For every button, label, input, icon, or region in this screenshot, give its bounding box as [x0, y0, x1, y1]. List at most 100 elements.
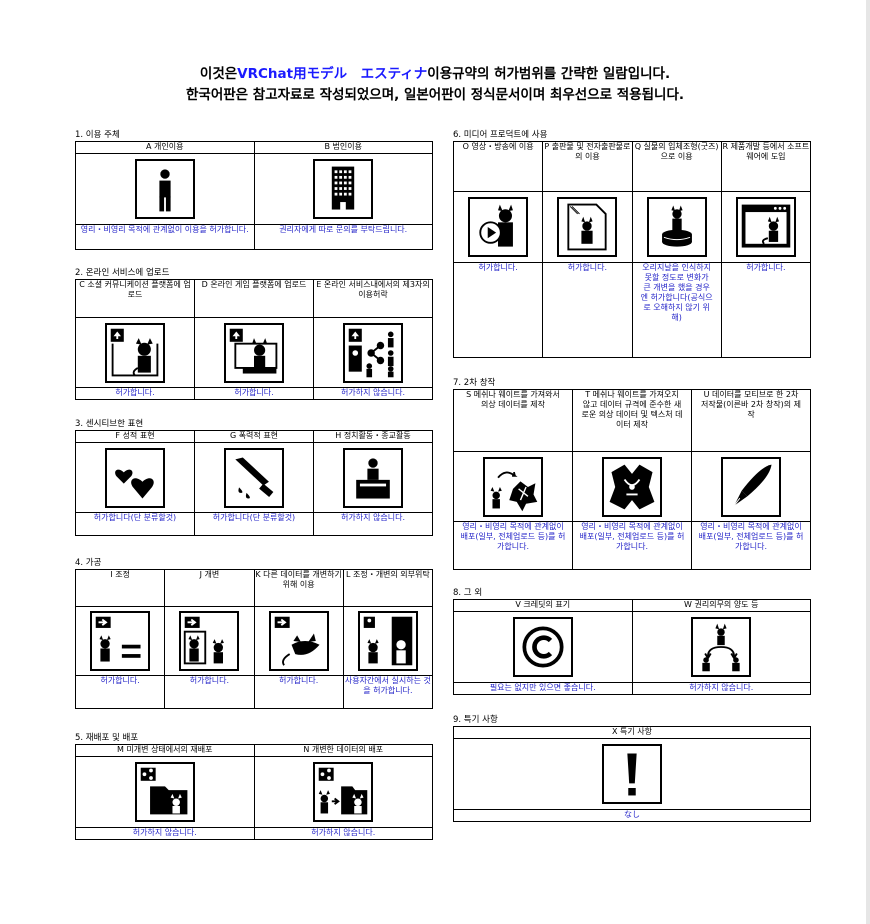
outfit-icon: [602, 456, 662, 517]
permission-text: 허가합니다.: [164, 675, 255, 709]
section-title: 2. 온라인 서비스에 업로드: [75, 268, 170, 278]
section-online-upload: 2. 온라인 서비스에 업로드 C 소셜 커뮤니케이션 플랫폼에 업로드 D 온…: [75, 268, 433, 400]
modify-icon: [179, 611, 240, 671]
video-icon: [468, 197, 529, 257]
title-line-2: 한국어판은 참고자료로 작성되었으며, 일본어판이 정식문서이며 최우선으로 적…: [186, 87, 684, 103]
section-redistribution: 5. 재배포 및 배포 M 미개변 상태에서의 재배포 N 개변한 데이터의 배…: [75, 733, 433, 840]
distribute-modified-icon: [313, 762, 374, 822]
permission-table: C 소셜 커뮤니케이션 플랫폼에 업로드 D 온라인 게임 플랫폼에 업로드 E…: [75, 279, 433, 400]
permission-text: 허가하지 않습니다.: [253, 827, 433, 840]
column-header: F 성적 표현: [75, 430, 195, 443]
column-header: C 소셜 커뮤니케이션 플랫폼에 업로드: [75, 279, 195, 318]
column-header: T 메쉬나 웨이트를 가져오지 않고 데이터 규격에 준수한 새로운 의상 데이…: [572, 389, 692, 452]
section-title: 9. 특기 사항: [453, 715, 498, 725]
column-header: G 폭력적 표현: [194, 430, 314, 443]
permission-text: 권리자에게 따로 문의를 부탁드립니다.: [253, 224, 433, 250]
column-header: W 권리의무의 양도 등: [631, 599, 811, 612]
permission-table: O 영상・방송에 이용 P 출판물 및 전자출판물로의 이용 Q 실물의 입체조…: [452, 141, 812, 358]
permission-text: 영리・비영리 목적에 관계없이 이용을 허가합니다.: [75, 224, 255, 250]
permission-text: 허가하지 않습니다.: [75, 827, 255, 840]
permission-text: 필요는 없지만 있으면 좋습니다.: [453, 682, 633, 695]
section-title: 3. 센시티브한 표현: [75, 419, 144, 429]
figure-icon: [646, 197, 707, 257]
column-header: K 다른 데이터를 개변하기 위해 이용: [253, 569, 344, 607]
column-header: B 법인이용: [253, 141, 433, 154]
building-icon: [313, 159, 374, 219]
section-derivative-works: 7. 2차 창작 S 메쉬나 웨이트를 가져와서 의상 데이터를 제작 T 메쉬…: [453, 378, 811, 570]
column-header: H 정치활동・종교활동: [313, 430, 433, 443]
upload-game-icon: [224, 322, 284, 383]
column-header: V 크레딧의 표기: [453, 599, 633, 612]
section-usage-subject: 1. 이용 주체 A 개인이용 B 법인이용 영리・비영리 목적에 관계없이 이…: [75, 130, 433, 250]
section-title: 8. 그 외: [453, 588, 483, 598]
permission-table: A 개인이용 B 법인이용 영리・비영리 목적에 관계없이 이용을 허가합니다.…: [75, 141, 433, 250]
publication-icon: [557, 197, 618, 257]
permission-text: 허가합니다.: [74, 675, 166, 709]
permission-text: 허가합니다.: [542, 262, 633, 358]
permission-text: 허가합니다.: [452, 262, 544, 358]
mesh-to-outfit-icon: [483, 456, 543, 517]
permission-text: 허가하지 않습니다.: [631, 682, 811, 695]
knife-icon: [224, 447, 284, 508]
column-header: A 개인이용: [75, 141, 255, 154]
column-header: O 영상・방송에 이용: [452, 141, 544, 192]
section-title: 7. 2차 창작: [453, 378, 496, 388]
permission-text: なし: [453, 809, 811, 822]
hearts-icon: [105, 447, 165, 508]
use-for-other-icon: [268, 611, 329, 671]
column-header: Q 실물의 입체조형(굿즈)으로 이용: [631, 141, 722, 192]
permission-text: 오리지날을 인식하지 못할 정도로 변화가 큰 개변을 했을 경우엔 허가합니다…: [631, 262, 722, 358]
column-header: X 특기 사항: [453, 726, 811, 739]
section-processing: 4. 가공 I 조정 J 개변 K 다른 데이터를 개변하기 위해 이용 L 조…: [74, 558, 434, 709]
permission-text: 허가합니다.: [194, 387, 314, 400]
permission-text: 영리・비영리 목적에 관계없이 배포(일부, 전체업로드 등)를 허가합니다.: [572, 521, 692, 570]
page-edge: [866, 0, 870, 924]
speaker-podium-icon: [343, 447, 403, 508]
permission-text: 영리・비영리 목적에 관계없이 배포(일부, 전체업로드 등)를 허가합니다.: [453, 521, 573, 570]
permission-text: 사용자간에서 실시하는 것을 허가합니다.: [342, 675, 434, 709]
permission-text: 영리・비영리 목적에 관계없이 배포(일부, 전체업로드 등)를 허가합니다.: [691, 521, 811, 570]
column-header: R 제품개발 등에서 소프트웨어에 도입: [720, 141, 812, 192]
column-header: I 조정: [74, 569, 166, 607]
pen-icon: [721, 456, 781, 517]
column-header: S 메쉬나 웨이트를 가져와서 의상 데이터를 제작: [453, 389, 573, 452]
person-icon: [134, 159, 195, 219]
column-header: M 미개변 상태에서의 재배포: [75, 744, 255, 757]
permission-text: 허가하지 않습니다.: [313, 512, 433, 536]
section-sensitive-expression: 3. 센시티브한 표현 F 성적 표현 G 폭력적 표현 H 정치활동・종교활동…: [75, 419, 433, 536]
section-title: 1. 이용 주체: [75, 130, 120, 140]
column-header: D 온라인 게임 플랫폼에 업로드: [194, 279, 314, 318]
section-title: 6. 미디어 프로덕트에 사용: [453, 130, 548, 140]
permission-table: V 크레딧의 표기 W 권리의무의 양도 등 필요는 없지만 있으면 좋습니다.…: [453, 599, 811, 695]
column-header: E 온라인 서비스내에서의 제3자의 이용허락: [313, 279, 433, 318]
outsource-icon: [357, 611, 418, 671]
transfer-rights-icon: [691, 617, 752, 677]
adjust-icon: [90, 611, 151, 671]
upload-social-icon: [105, 322, 165, 383]
permission-text: 허가합니다.: [253, 675, 344, 709]
permission-text: 허가합니다.: [720, 262, 812, 358]
column-header: L 조정・개변의 외부위탁: [342, 569, 434, 607]
model-name: VRChat用モデル エスティナ: [237, 66, 428, 82]
title-prefix: 이것은: [199, 66, 238, 82]
page-title: 이것은VRChat用モデル エスティナ이용규약의 허가범위를 간략한 일람입니다…: [0, 64, 870, 106]
section-others: 8. 그 외 V 크레딧의 표기 W 권리의무의 양도 등 필요는 없지만 있으…: [453, 588, 811, 695]
software-icon: [735, 197, 796, 257]
permission-text: 허가합니다(단 분류할것): [75, 512, 195, 536]
column-header: P 출판물 및 전자출판물로의 이용: [542, 141, 633, 192]
permission-table: S 메쉬나 웨이트를 가져와서 의상 데이터를 제작 T 메쉬나 웨이트를 가져…: [453, 389, 811, 570]
permission-text: 허가합니다.: [75, 387, 195, 400]
section-title: 4. 가공: [75, 558, 102, 568]
column-header: U 데이터를 모티브로 한 2차 저작물(이른바 2차 창작)의 제작: [691, 389, 811, 452]
permission-table: I 조정 J 개변 K 다른 데이터를 개변하기 위해 이용 L 조정・개변의 …: [74, 569, 434, 709]
section-special-notes: 9. 특기 사항 X 특기 사항 なし: [453, 715, 811, 822]
column-header: N 개변한 데이터의 배포: [253, 744, 433, 757]
redistribute-icon: [134, 762, 195, 822]
exclamation-icon: [602, 744, 662, 804]
title-suffix: 이용규약의 허가범위를 간략한 일람입니다.: [427, 66, 671, 82]
permission-text: 허가합니다(단 분류할것): [194, 512, 314, 536]
permission-text: 허가하지 않습니다.: [313, 387, 433, 400]
column-header: J 개변: [164, 569, 255, 607]
permission-table: F 성적 표현 G 폭력적 표현 H 정치활동・종교활동 허가합니다(단 분류할…: [75, 430, 433, 536]
section-title: 5. 재배포 및 배포: [75, 733, 139, 743]
